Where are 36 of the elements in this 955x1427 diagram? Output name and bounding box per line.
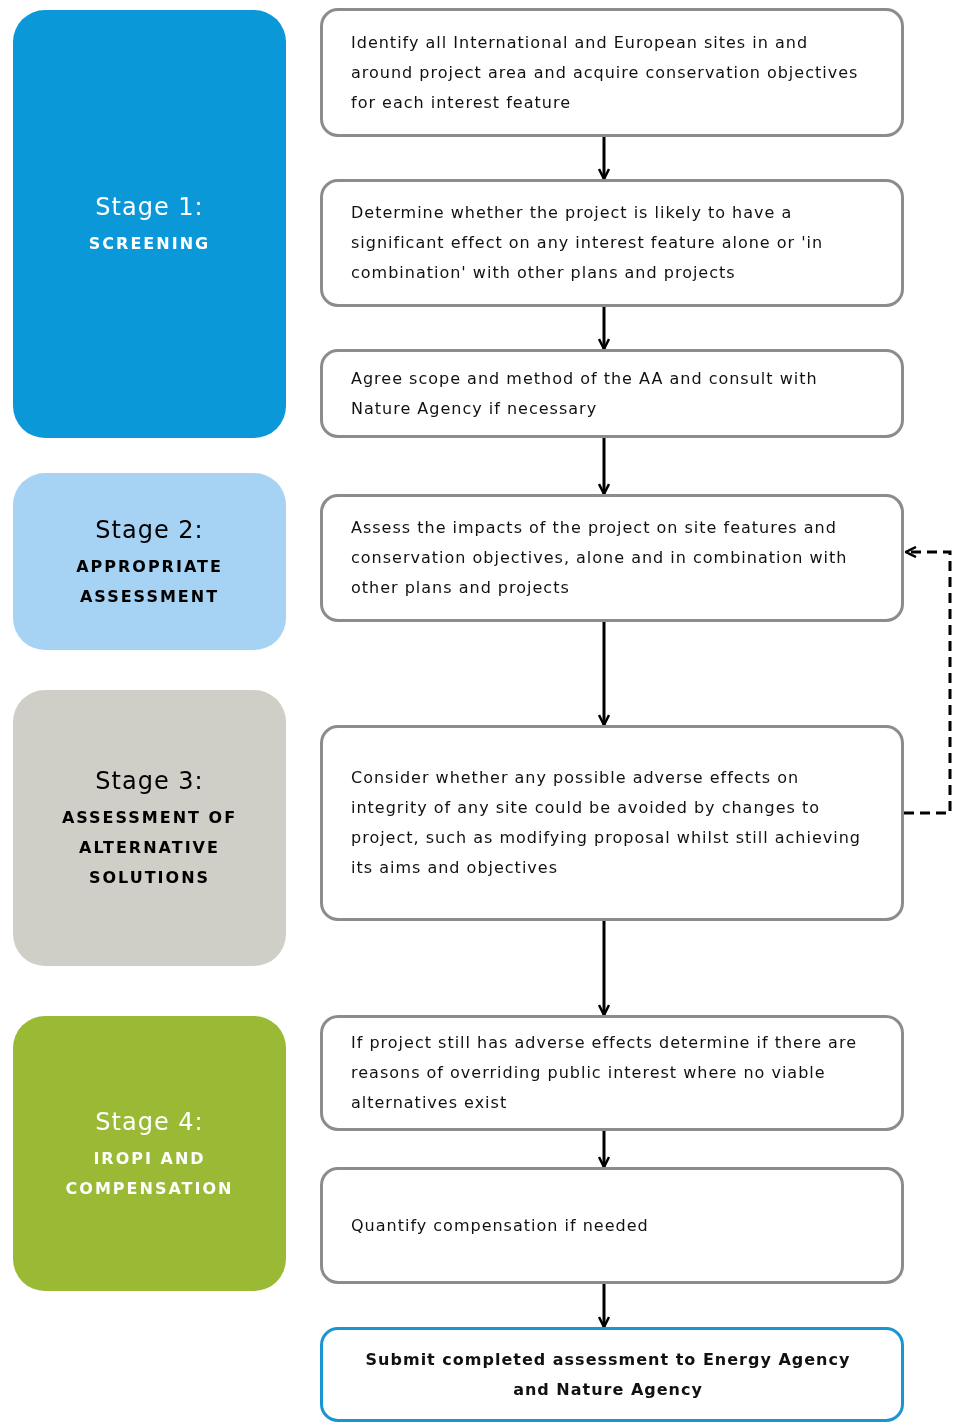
step-text: Agree scope and method of the AA and consult with Nature Agency if necessary: [351, 367, 819, 420]
process-box: [320, 725, 904, 921]
process-box: [320, 1015, 904, 1131]
process-box: [320, 349, 904, 438]
step-text: Submit completed assessment to Energy Agency and Nature Agency: [364, 1348, 852, 1401]
stage-title: Stage 3:: [95, 766, 204, 797]
arrow: [597, 622, 611, 727]
stage-box: [13, 473, 286, 650]
arrow: [597, 137, 611, 181]
process-box: [320, 494, 904, 622]
step-text: Determine whether the project is likely to have a significant effect on any interest feature alone or 'in combination' with other plans and projects: [351, 202, 825, 284]
arrow: [597, 1131, 611, 1169]
step-text: Assess the impacts of the project on site features and conservation objectives, alone and in combination with other plans and projects: [351, 517, 849, 599]
step-text: If project still has adverse effects determine if there are reasons of overriding public interest where no viable alternatives exist: [351, 1032, 858, 1114]
stage-title: Stage 4:: [95, 1106, 204, 1138]
stage-box: [13, 10, 286, 438]
stage-title: Stage 2:: [95, 514, 204, 546]
arrow: [597, 307, 611, 351]
arrow: [597, 1284, 611, 1329]
arrow: [904, 545, 952, 815]
process-box: [320, 8, 904, 137]
process-box: [320, 1167, 904, 1284]
stage-subtitle: IROPI AND COMPENSATION: [64, 1147, 235, 1200]
final-step-box: [320, 1327, 904, 1422]
arrow: [597, 921, 611, 1017]
step-text: Quantify compensation if needed: [351, 1214, 649, 1237]
arrow: [597, 438, 611, 496]
step-text: Identify all International and European sites in and around project area and acquire conservation objectives for each interest feature: [351, 31, 860, 114]
stage-subtitle: APPROPRIATE ASSESSMENT: [75, 555, 224, 608]
process-box: [320, 179, 904, 307]
step-text: Consider whether any possible adverse effects on integrity of any site could be avoided by changes to project, such as modifying proposal whilst still achieving its aims and objectives: [351, 767, 862, 879]
stage-box: [13, 690, 286, 966]
stage-box: [13, 1016, 286, 1291]
stage-title: Stage 1:: [95, 192, 204, 223]
stage-subtitle: ASSESSMENT OF ALTERNATIVE SOLUTIONS: [60, 807, 239, 889]
stage-subtitle: SCREENING: [88, 233, 211, 255]
